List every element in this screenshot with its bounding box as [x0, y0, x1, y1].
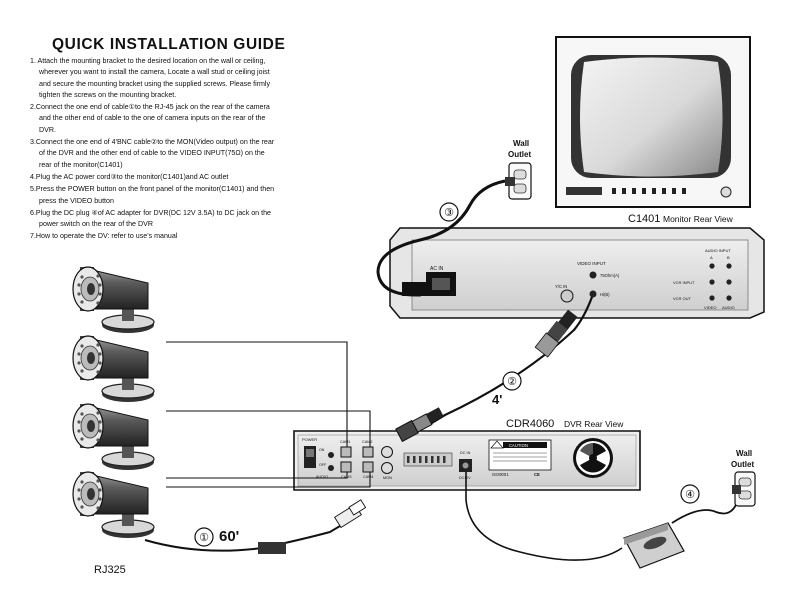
dvr-power-label: POWER — [302, 437, 317, 442]
dvr-cam3-label: CAM3 — [341, 475, 352, 479]
ac-adapter — [623, 522, 685, 569]
dvr-dc-volt-label: DC12V — [459, 476, 471, 480]
monitor-vcr-out-label: VCR OUT — [673, 296, 692, 301]
power-cord-monitor — [376, 179, 506, 297]
monitor-hi-label: Hi(B) — [600, 292, 610, 297]
callout-4: ④ — [685, 489, 695, 501]
outlet-right-label-2: Outlet — [731, 460, 754, 469]
outlet-right-label-1: Wall — [736, 449, 752, 458]
dvr-iso-label: ISO9001 — [492, 472, 509, 477]
dvr-cam2-label: CAM2 — [362, 440, 373, 444]
cable-1-coupler — [258, 542, 286, 554]
camera-3 — [72, 403, 155, 471]
bnc-connector-dvr — [395, 407, 444, 443]
step-2: 2.Connect the one end of cable①to the RJ… — [30, 103, 270, 134]
monitor-audio-label: AUDIO — [722, 305, 735, 310]
monitor-audio-a-label: A — [710, 255, 713, 260]
camera-model-label: RJ325 — [94, 564, 126, 576]
network-cable-1 — [144, 519, 351, 552]
rj45-connector — [334, 499, 367, 529]
camera-2 — [72, 335, 155, 403]
monitor-yc-in-label: Y/C IN — [555, 284, 567, 289]
dvr-off-label: OFF — [319, 463, 327, 467]
camera-1 — [72, 266, 155, 334]
monitor-audio-input-label: AUDIO INPUT — [705, 248, 731, 253]
monitor-ac-in-label: AC IN — [430, 266, 444, 272]
callout-1-circle — [194, 527, 214, 547]
callout-4-circle — [680, 484, 700, 504]
dvr-unit: CDR4060 DVR Rear View POWER ON OFF CAM1 … — [293, 418, 641, 491]
camera-4 — [72, 471, 155, 539]
outlet-top-label-1: Wall — [513, 139, 529, 148]
dvr-cam1-label: CAM1 — [340, 440, 351, 444]
dvr-terminal-block — [403, 452, 453, 467]
step-3: 3.Connect the one end of 4'BNC cable②to … — [30, 138, 275, 169]
outlet-top-label-2: Outlet — [508, 150, 531, 159]
monitor-audio-b-label: B — [727, 255, 730, 260]
monitor-75ohm-label: 75Ohm(A) — [600, 273, 620, 278]
dvr-model: CDR4060 — [506, 418, 554, 430]
monitor-model: C1401 — [628, 213, 660, 225]
callout-2-circle — [502, 371, 522, 391]
step-7: 7.How to operate the DV: refer to use's … — [30, 232, 178, 241]
step-5: 5.Press the POWER button on the front pa… — [30, 185, 275, 205]
callout-3: ③ — [444, 207, 454, 219]
monitor-video-input-label: VIDEO INPUT — [577, 261, 606, 266]
callout-1-length: 60' — [219, 528, 239, 545]
callout-3-circle — [439, 202, 459, 222]
dvr-caution-text: CAUTION — [509, 443, 528, 448]
step-6: 6.Plug the DC plug ④of AC adapter for DV… — [30, 208, 271, 229]
callout-2: ② — [507, 376, 517, 388]
dvr-on-label: ON — [319, 448, 325, 452]
step-4: 4.Plug the AC power cord③to the monitor(… — [30, 172, 229, 181]
monitor-unit: C1401 Monitor Rear View AC IN VIDEO INPU… — [389, 36, 765, 319]
installation-steps: 1. Attach the mounting bracket to the de… — [30, 56, 275, 244]
dvr-caption: DVR Rear View — [564, 419, 624, 429]
dvr-audio-label: AUDIO — [316, 475, 328, 479]
dvr-mon-label: MON — [383, 476, 392, 480]
dvr-ce-label: CE — [534, 472, 540, 477]
wall-outlet-top: Wall Outlet — [505, 139, 532, 200]
monitor-video-label: VIDEO — [704, 305, 716, 310]
monitor-screen — [580, 57, 723, 177]
monitor-caption: Monitor Rear View — [663, 214, 734, 224]
monitor-vcr-input-label: VCR INPUT — [673, 280, 695, 285]
bnc-connector-monitor — [534, 309, 578, 358]
dvr-dc-in-label: DC IN — [460, 451, 471, 455]
monitor-buttons-row — [566, 186, 732, 198]
power-plug-monitor — [402, 282, 430, 296]
dvr-cam4-label: CAM4 — [363, 475, 374, 479]
callout-1: ① — [199, 532, 209, 544]
step-1: 1. Attach the mounting bracket to the de… — [30, 57, 271, 99]
wall-outlet-right: Wall Outlet — [731, 449, 756, 507]
callout-2-length: 4' — [492, 392, 502, 407]
ac-adapter-cord — [671, 499, 739, 524]
dc-cable-dvr — [465, 472, 623, 561]
guide-title: QUICK INSTALLATION GUIDE — [52, 36, 286, 53]
dvr-fan-icon — [573, 438, 613, 478]
camera-cables — [166, 341, 371, 488]
